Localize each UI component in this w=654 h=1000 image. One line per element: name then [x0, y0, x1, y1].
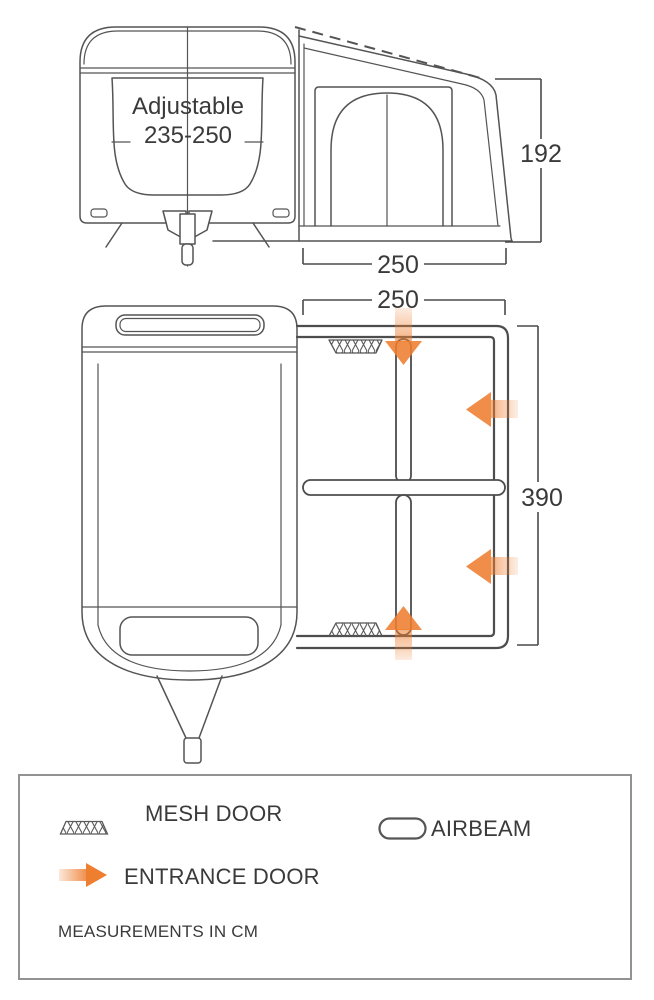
- entrance-door-arrow-front: [385, 308, 422, 365]
- side-width-dimension-value: 250: [377, 251, 419, 279]
- legend-mesh-door-label: MESH DOOR: [145, 801, 283, 826]
- hitch-head: [183, 737, 202, 764]
- caravan-plan-view: [81, 305, 298, 764]
- caravan-plan-body: [81, 305, 298, 681]
- mesh-door-icon: [59, 820, 109, 835]
- airbeam-icon: [378, 817, 427, 840]
- awning-door-frame: [314, 86, 453, 227]
- caravan-hitch: [162, 210, 213, 266]
- awning-roof-outer: [298, 35, 513, 242]
- height-dimension-value: 192: [520, 140, 562, 168]
- entrance-door-arrow-rear: [385, 606, 422, 660]
- plan-depth-dimension-value: 390: [521, 484, 563, 512]
- dimension-depth-390: [517, 325, 539, 646]
- marker-light-right: [272, 208, 290, 218]
- legend-entrance-door-label: ENTRANCE DOOR: [124, 864, 320, 889]
- entrance-door-icon: [59, 863, 107, 887]
- dimension-height-192: [495, 78, 542, 243]
- awning-door-arch: [330, 92, 444, 227]
- awning-wall-outer: [295, 324, 510, 650]
- mesh-door-symbol-bottom: [328, 622, 383, 637]
- entrance-door-arrow-side-upper: [466, 392, 518, 427]
- corner-steady-right: [252, 222, 270, 248]
- plan-width-dimension-value: 250: [377, 286, 419, 314]
- caravan-width-label-line2: 235-250: [143, 122, 233, 149]
- caravan-rear-window: [115, 314, 265, 336]
- legend-airbeam-label: AIRBEAM: [431, 816, 532, 841]
- awning-roof-inner: [303, 47, 499, 227]
- awning-plan-view: [295, 308, 518, 660]
- caravan-front-window-plan: [119, 616, 259, 656]
- caravan-width-label-line1: Adjustable: [131, 93, 245, 120]
- awning-side-view: [212, 26, 513, 242]
- dimension-side-width-250: [302, 248, 507, 265]
- corner-steady-left: [105, 222, 123, 248]
- entrance-door-arrow-side-lower: [466, 549, 518, 584]
- mesh-door-symbol-top: [328, 339, 383, 354]
- marker-light-left: [90, 208, 108, 218]
- legend: MESH DOOR AIRBEAM ENTRANCE DOOR MEASUREM…: [18, 774, 632, 980]
- airbeam-horizontal: [302, 479, 506, 496]
- dimension-plan-width-250: [302, 299, 506, 315]
- hitch-a-frame: [156, 675, 223, 739]
- caravan-front-view: [79, 26, 296, 267]
- legend-measurements-note: MEASUREMENTS IN CM: [58, 922, 259, 941]
- jockey-wheel: [181, 243, 194, 266]
